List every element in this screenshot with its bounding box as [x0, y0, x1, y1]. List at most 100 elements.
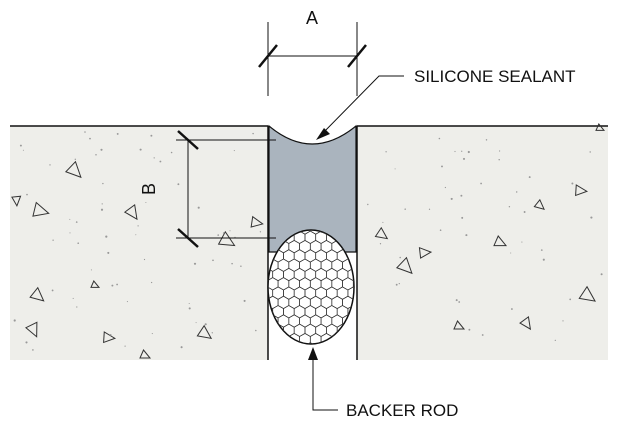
concrete-speck [481, 334, 484, 336]
concrete-speck [441, 165, 443, 168]
concrete-speck [252, 132, 254, 135]
concrete-speck [562, 320, 564, 322]
concrete-speck [126, 301, 128, 303]
concrete-speck [188, 307, 191, 310]
concrete-speck [193, 262, 197, 265]
aggregate-triangle [64, 160, 82, 179]
concrete-speck [100, 208, 104, 211]
concrete-speck [90, 269, 92, 271]
concrete-speck [222, 232, 225, 234]
backer-rod-cell [331, 332, 343, 344]
concrete-speck [438, 137, 441, 140]
concrete-speck [450, 197, 453, 200]
concrete-speck [159, 160, 162, 163]
concrete-speck [19, 144, 22, 147]
aggregate-triangle [453, 320, 466, 330]
concrete-speck [197, 206, 200, 209]
backer-rod-label: BACKER ROD [346, 401, 458, 420]
backer-rod-cell [272, 342, 284, 344]
concrete-slab-right [357, 126, 608, 360]
aggregate-triangle [418, 246, 433, 259]
concrete-speck [600, 273, 603, 276]
concrete-speck [379, 243, 382, 245]
concrete-speck [462, 157, 466, 160]
concrete-speck [109, 333, 112, 336]
concrete-speck [510, 308, 513, 310]
concrete-speck [382, 221, 384, 223]
concrete-speck [95, 154, 97, 156]
aggregate-triangle [32, 201, 50, 217]
concrete-speck [124, 345, 126, 347]
aggregate-triangle [250, 215, 264, 228]
backer-rod-leader [308, 347, 338, 411]
concrete-speck [107, 251, 110, 254]
backer-rod-cell [326, 342, 338, 344]
concrete-speck [69, 232, 71, 234]
concrete-speck [243, 299, 246, 302]
concrete-speck [32, 349, 34, 351]
concrete-speck [145, 201, 147, 204]
concrete-speck [554, 339, 556, 342]
backer-rod-cell [293, 342, 306, 344]
concrete-speck [523, 211, 526, 213]
concrete-speck [76, 306, 78, 308]
concrete-speck [444, 186, 447, 189]
concrete-speck [231, 262, 233, 265]
concrete-speck [454, 150, 456, 153]
concrete-speck [135, 234, 137, 236]
concrete-speck [508, 206, 511, 208]
concrete-speck [22, 149, 24, 151]
aggregate-triangle [11, 195, 22, 207]
concrete-speck [25, 341, 28, 344]
concrete-speck [89, 137, 91, 140]
concrete-speck [528, 176, 531, 179]
concrete-speck [461, 150, 463, 152]
aggregate-triangle [90, 280, 101, 288]
concrete-speck [229, 230, 231, 232]
concrete-speck [77, 242, 80, 245]
aggregate-triangle [25, 321, 38, 338]
concrete-speck [468, 328, 471, 331]
concrete-speckle-pattern [13, 131, 603, 351]
aggregate-triangle [374, 226, 389, 240]
concrete-speck [399, 256, 401, 259]
concrete-speck [111, 284, 114, 287]
concrete-speck [394, 168, 396, 170]
concrete-speck [233, 150, 235, 152]
aggregate-triangle [519, 316, 532, 331]
backer-rod-cell [336, 342, 349, 344]
backer-rod-cell [272, 323, 284, 337]
concrete-speck [204, 323, 207, 326]
dimension-a [258, 22, 367, 96]
aggregate-triangle [578, 285, 596, 302]
aggregate-triangle [196, 324, 213, 340]
concrete-speck [510, 252, 512, 254]
concrete-speck [458, 301, 461, 303]
concrete-speck [485, 139, 488, 141]
concrete-speck [259, 231, 262, 233]
concrete-speck [439, 229, 442, 231]
concrete-speck [589, 151, 591, 153]
concrete-speck [116, 283, 118, 286]
backer-rod-cell [352, 277, 354, 291]
concrete-speck [151, 333, 153, 335]
backer-rod-cell [315, 342, 327, 344]
aggregate-triangle [395, 256, 413, 275]
concrete-speck [515, 191, 518, 193]
concrete-speck [212, 259, 214, 262]
concrete-speck [571, 182, 574, 185]
concrete-speck [188, 302, 190, 305]
concrete-speck [75, 221, 78, 223]
slab-outline [10, 125, 608, 360]
concrete-speck [240, 265, 242, 267]
concrete-speck [569, 298, 572, 301]
concrete-speck [398, 283, 400, 285]
aggregate-triangle [123, 203, 138, 221]
concrete-speck [153, 157, 155, 159]
concrete-speck [465, 234, 468, 237]
concrete-speck [26, 193, 28, 196]
concrete-speck [211, 332, 213, 334]
backer-rod-cell [268, 332, 279, 344]
concrete-speck [105, 235, 108, 238]
